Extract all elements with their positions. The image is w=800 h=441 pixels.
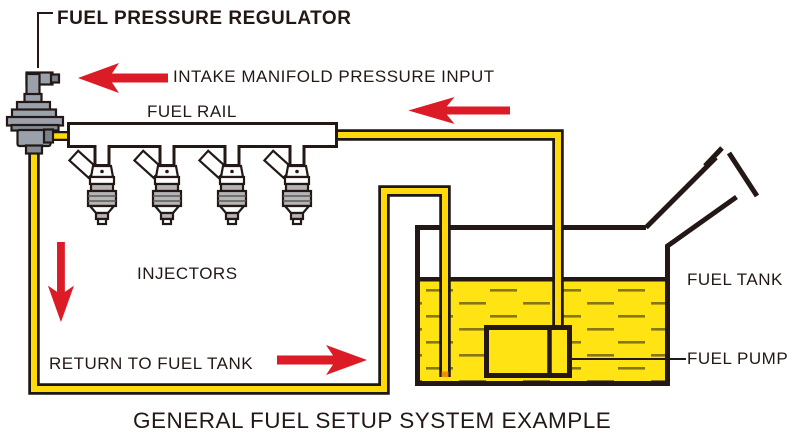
fuel-pressure-regulator <box>5 71 65 155</box>
fuel-pump-label: FUEL PUMP <box>687 349 788 368</box>
intake-manifold-pressure-arrow <box>78 63 168 93</box>
outlet-fitting <box>42 128 55 144</box>
return-pipe <box>28 146 451 395</box>
diagram-caption: GENERAL FUEL SETUP SYSTEM EXAMPLE <box>133 408 611 433</box>
regulator-label: FUEL PRESSURE REGULATOR <box>57 8 351 29</box>
fuel-tank-label: FUEL TANK <box>687 270 783 289</box>
fuel-pump <box>484 325 686 378</box>
regulator-leader-line <box>37 12 53 68</box>
pump-to-rail-supply-arrow <box>408 97 510 124</box>
regulator-nut <box>24 144 44 155</box>
fuel-surface <box>420 277 666 282</box>
tank-outline <box>415 155 738 386</box>
tank-cap-mark <box>726 151 760 198</box>
elbow-nipple <box>49 73 61 84</box>
regulator-return-arrow <box>47 242 74 323</box>
fuel-rail-label: FUEL RAIL <box>147 102 237 121</box>
return-pipe-outlet-tip <box>441 371 449 377</box>
supply-pipe <box>336 129 564 330</box>
injectors-label: INJECTORS <box>137 264 238 283</box>
intake-label: INTAKE MANIFOLD PRESSURE INPUT <box>173 67 495 86</box>
return-label: RETURN TO FUEL TANK <box>49 354 253 373</box>
return-to-tank-arrow <box>277 345 367 375</box>
regulator-collar <box>23 92 43 104</box>
tank-cap-mark <box>703 146 724 168</box>
